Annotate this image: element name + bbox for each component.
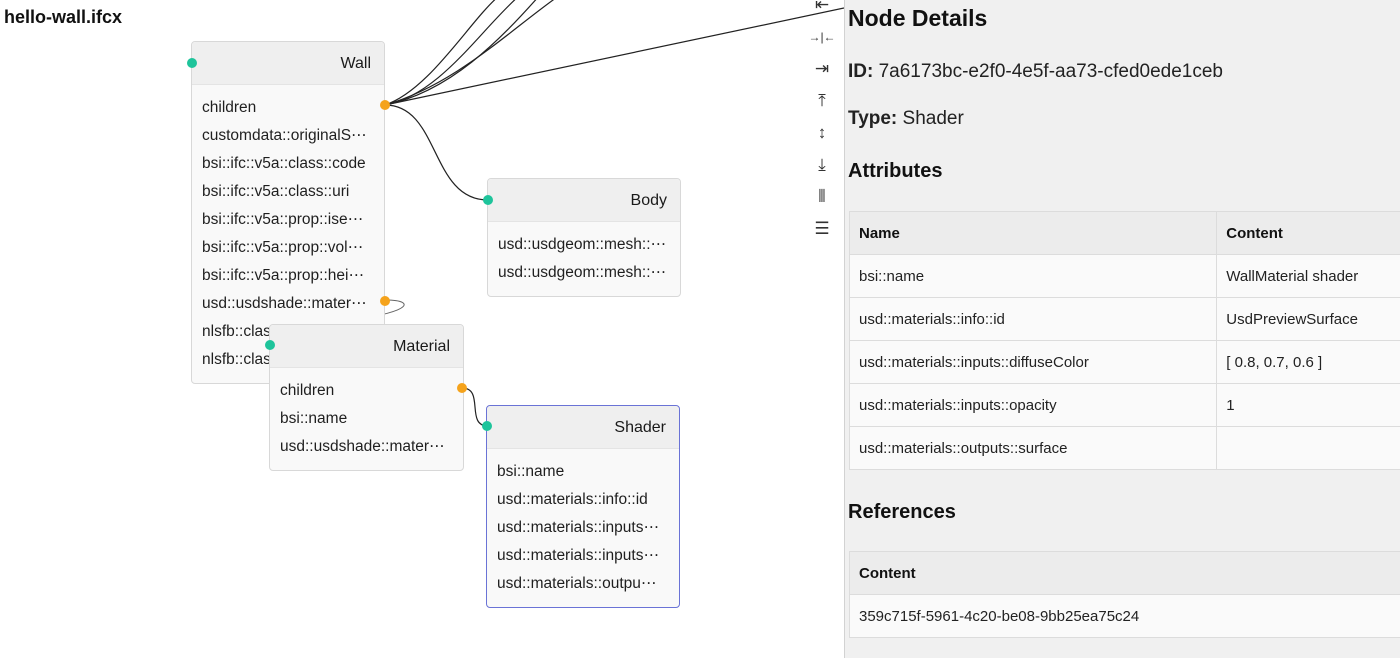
- attribute-name: usd::materials::inputs::diffuseColor: [848, 340, 1218, 384]
- attribute-name: usd::materials::info::id: [848, 297, 1218, 341]
- graph-canvas[interactable]: hello-wall.ifcx Wall children customdata…: [0, 0, 844, 658]
- align-center-horizontal-icon[interactable]: →|←: [808, 30, 836, 44]
- node-field: children: [280, 382, 335, 399]
- table-header-row: Content: [849, 551, 1400, 595]
- node-type-label: Type:: [848, 108, 898, 129]
- table-row: usd::materials::inputs::opacity 1: [848, 383, 1400, 427]
- node-type: Type: Shader: [848, 108, 964, 130]
- node-id-value: 7a6173bc-e2f0-4e5f-aa73-cfed0ede1ceb: [878, 61, 1223, 82]
- node-field: usd::materials::info::id: [497, 491, 648, 508]
- node-id: ID: 7a6173bc-e2f0-4e5f-aa73-cfed0ede1ceb: [848, 61, 1223, 83]
- references-heading: References: [848, 501, 956, 523]
- node-fields: children customdata::originalS⋯ bsi::ifc…: [192, 85, 384, 374]
- wall-input-port[interactable]: [187, 58, 197, 68]
- align-left-icon[interactable]: ⇤: [814, 0, 830, 14]
- material-input-port[interactable]: [265, 340, 275, 350]
- node-field: usd::usdgeom::mesh::⋯: [498, 236, 666, 253]
- node-field: bsi::ifc::v5a::class::code: [202, 155, 366, 172]
- node-title: Body: [488, 179, 680, 222]
- distribute-horizontal-icon[interactable]: ⫴: [818, 187, 826, 206]
- table-header-row: Name Content: [848, 211, 1400, 255]
- attribute-name: usd::materials::outputs::surface: [848, 426, 1218, 470]
- edge-wall-out: [384, 0, 555, 106]
- node-field: usd::materials::inputs⋯: [497, 547, 659, 564]
- node-id-label: ID:: [848, 61, 874, 82]
- edges-layer: [253, 0, 844, 427]
- column-header-content: Content: [1216, 211, 1400, 255]
- panel-title: Node Details: [848, 5, 988, 31]
- distribute-vertical-icon[interactable]: ☰: [814, 219, 830, 238]
- edge-wall-out: [384, 0, 537, 106]
- attribute-content: [ 0.8, 0.7, 0.6 ]: [1216, 340, 1400, 384]
- table-row: bsi::name WallMaterial shader: [848, 254, 1400, 298]
- node-field: children: [202, 99, 257, 116]
- table-row: usd::materials::outputs::surface: [848, 426, 1400, 470]
- node-field: bsi::ifc::v5a::class::uri: [202, 183, 350, 200]
- node-material[interactable]: Material children bsi::name usd::usdshad…: [269, 324, 464, 471]
- edge-material-to-shader: [461, 387, 489, 427]
- column-header-content: Content: [849, 551, 1400, 595]
- file-name: hello-wall.ifcx: [4, 7, 123, 27]
- node-fields: children bsi::name usd::usdshade::mater⋯: [270, 368, 463, 461]
- table-row: usd::materials::info::id UsdPreviewSurfa…: [848, 297, 1400, 341]
- edge-wall-to-body: [384, 104, 489, 201]
- node-body[interactable]: Body usd::usdgeom::mesh::⋯ usd::usdgeom:…: [487, 178, 681, 297]
- node-fields: usd::usdgeom::mesh::⋯ usd::usdgeom::mesh…: [488, 222, 680, 287]
- table-row: usd::materials::inputs::diffuseColor [ 0…: [848, 340, 1400, 384]
- attributes-heading: Attributes: [848, 160, 943, 182]
- align-right-icon[interactable]: ⇥: [814, 59, 830, 78]
- node-field: customdata::originalS⋯: [202, 127, 367, 144]
- edge-wall-out: [384, 0, 496, 106]
- node-field: usd::usdgeom::mesh::⋯: [498, 264, 666, 281]
- references-table: Content 359c715f-5961-4c20-be08-9bb25ea7…: [849, 551, 1400, 638]
- attribute-content: [1216, 426, 1400, 470]
- node-field: nlsfb::class: [202, 351, 279, 368]
- shader-input-port[interactable]: [482, 421, 492, 431]
- node-shader[interactable]: Shader bsi::name usd::materials::info::i…: [486, 405, 680, 608]
- align-top-icon[interactable]: ⤒: [818, 91, 826, 110]
- align-bottom-icon[interactable]: ⤓: [818, 155, 826, 174]
- node-field: bsi::name: [280, 410, 348, 427]
- attributes-table: Name Content bsi::name WallMaterial shad…: [848, 211, 1400, 470]
- node-details-panel: Node Details ID: 7a6173bc-e2f0-4e5f-aa73…: [844, 0, 1400, 658]
- node-field: bsi::ifc::v5a::prop::hei⋯: [202, 267, 364, 284]
- attribute-content: 1: [1216, 383, 1400, 427]
- node-field: bsi::ifc::v5a::prop::ise⋯: [202, 211, 364, 228]
- node-title: Shader: [487, 406, 679, 449]
- material-children-output-port[interactable]: [457, 383, 467, 393]
- node-field: bsi::ifc::v5a::prop::vol⋯: [202, 239, 364, 256]
- edge-wall-out: [384, 0, 516, 106]
- attribute-name: usd::materials::inputs::opacity: [848, 383, 1218, 427]
- edge-wall-to-shader: [384, 7, 844, 106]
- node-field: nlsfb::class: [202, 323, 279, 340]
- node-field: usd::usdshade::mater⋯: [280, 438, 445, 455]
- body-input-port[interactable]: [483, 195, 493, 205]
- layout-toolbar: ⇤ →|← ⇥ ⤒ ↕ ⤓ ⫴ ☰: [806, 0, 838, 250]
- node-title: Material: [270, 325, 463, 368]
- node-title: Wall: [192, 42, 384, 85]
- column-header-name: Name: [848, 211, 1218, 255]
- node-field: usd::materials::inputs⋯: [497, 519, 659, 536]
- node-type-value: Shader: [902, 108, 964, 129]
- reference-link[interactable]: 359c715f-5961-4c20-be08-9bb25ea75c24: [849, 594, 1400, 638]
- align-center-vertical-icon[interactable]: ↕: [817, 123, 827, 142]
- attribute-content: UsdPreviewSurface: [1216, 297, 1400, 341]
- node-fields: bsi::name usd::materials::info::id usd::…: [487, 449, 679, 598]
- wall-children-output-port[interactable]: [380, 100, 390, 110]
- attribute-content: WallMaterial shader: [1216, 254, 1400, 298]
- node-field: usd::materials::outpu⋯: [497, 575, 657, 592]
- attribute-name: bsi::name: [848, 254, 1218, 298]
- node-field: usd::usdshade::mater⋯: [202, 295, 367, 312]
- node-field: bsi::name: [497, 463, 565, 480]
- table-row: 359c715f-5961-4c20-be08-9bb25ea75c24: [849, 594, 1400, 638]
- wall-material-output-port[interactable]: [380, 296, 390, 306]
